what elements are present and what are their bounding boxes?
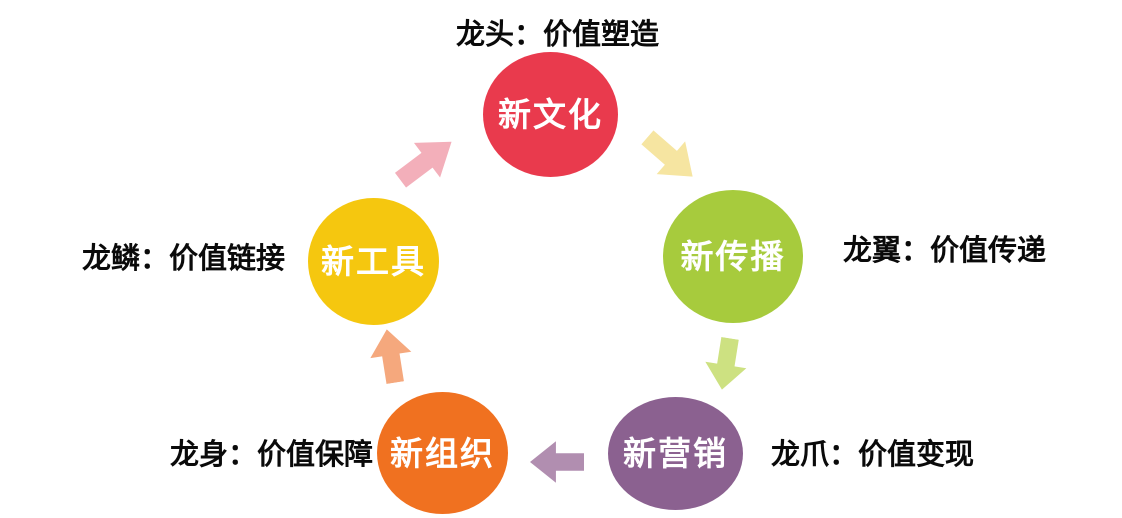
outer-label-dragon-head: 龙头：价值塑造 [456,19,660,51]
arrow-communication-to-marketing-icon [700,335,752,393]
node-new-marketing: 新营销 [608,397,743,510]
node-new-culture: 新文化 [483,52,618,177]
outer-label-dragon-scale: 龙鳞：价值链接 [82,243,286,275]
node-new-communication: 新传播 [663,190,803,323]
node-new-organization: 新组织 [377,392,508,514]
arrow-culture-to-communication-icon [632,120,707,194]
node-new-organization-label: 新组织 [390,434,495,472]
node-new-culture-label: 新文化 [498,96,603,133]
node-new-communication-label: 新传播 [680,238,786,275]
outer-label-dragon-claw: 龙爪：价值变现 [771,439,975,471]
arrow-marketing-to-organization-icon [530,440,584,484]
arrow-tools-to-culture-icon [387,123,466,198]
outer-label-dragon-body: 龙身：价值保障 [170,439,374,471]
node-new-tools-label: 新工具 [321,243,426,280]
node-new-tools: 新工具 [308,198,439,325]
arrow-organization-to-tools-icon [365,326,417,386]
outer-label-dragon-wing: 龙翼：价值传递 [843,235,1047,267]
node-new-marketing-label: 新营销 [623,435,728,472]
